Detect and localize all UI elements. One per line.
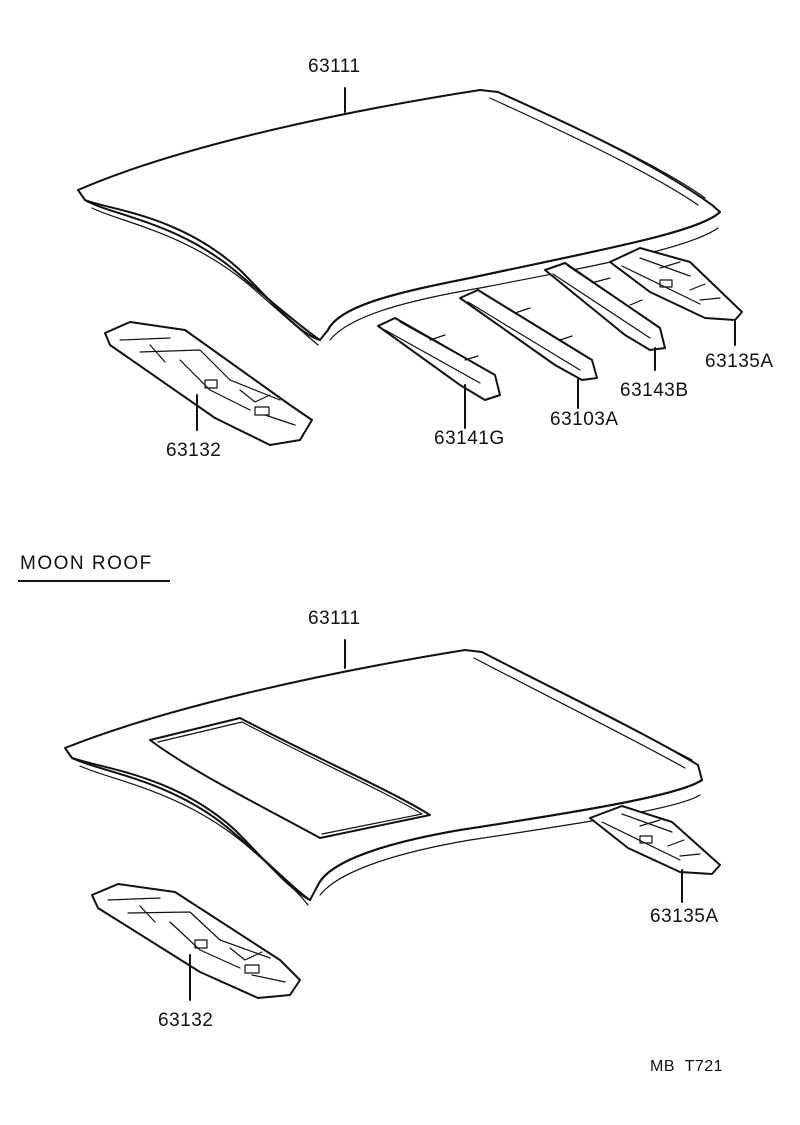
- rear-header-moonroof: [589, 805, 721, 903]
- rear-header-standard: [609, 247, 743, 346]
- roof-bow-1: [377, 317, 501, 429]
- label-roof-panel-standard: 63111: [308, 56, 361, 77]
- section-title-underline: [18, 580, 170, 582]
- label-front-header-moonroof: 63132: [158, 1010, 214, 1031]
- label-rear-header-standard: 63135A: [705, 351, 774, 372]
- label-rear-header-moonroof: 63135A: [650, 906, 719, 927]
- roof-panel-standard: [77, 87, 721, 346]
- roof-bow-2: [459, 289, 598, 409]
- section-title-moon-roof: MOON ROOF: [20, 553, 153, 574]
- label-front-header-standard: 63132: [166, 440, 222, 461]
- roof-bow-3: [544, 262, 666, 371]
- diagram-code: MB T721: [650, 1058, 724, 1075]
- label-bow-2: 63103A: [550, 409, 619, 430]
- front-header-standard: [104, 321, 313, 446]
- label-bow-3: 63143B: [620, 380, 689, 401]
- roof-panel-moonroof: [64, 639, 703, 906]
- label-roof-panel-moonroof: 63111: [308, 608, 361, 629]
- front-header-moonroof: [91, 883, 301, 1001]
- label-bow-1: 63141G: [434, 428, 505, 449]
